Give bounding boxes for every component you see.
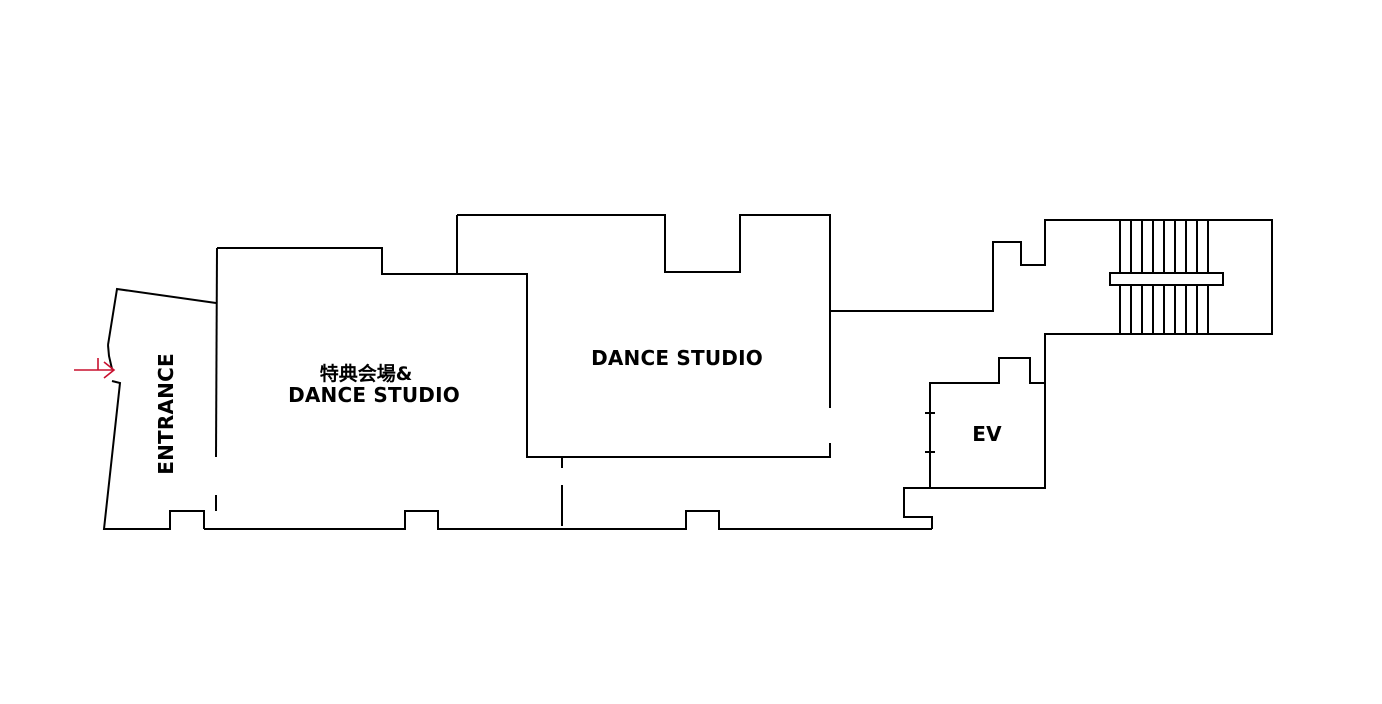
special-venue-label-line2: DANCE STUDIO (288, 383, 460, 407)
entrance-door-jamb-bottom (102, 380, 205, 530)
elevator-shaft (929, 357, 1046, 489)
dance-studio-label: DANCE STUDIO (591, 346, 763, 370)
entrance-label: ENTRANCE (154, 353, 178, 475)
entrance-door-jamb-top (107, 344, 113, 370)
elevator-label: EV (972, 422, 1002, 446)
special-venue-label-line1: 特典会場& (320, 362, 413, 385)
stairs-icon (1109, 220, 1224, 334)
room1-top-wall (217, 215, 458, 275)
elevator-lobby-wall (903, 487, 933, 529)
entrance-arrow-icon (74, 358, 116, 379)
room2-outline (457, 214, 831, 408)
entrance-outer-wall (107, 287, 217, 346)
bottom-exterior-wall (204, 510, 932, 530)
room2-left-wall (457, 273, 831, 458)
entrance-area (102, 247, 218, 530)
corridor-wall (830, 219, 1273, 383)
entrance-inner-wall-top (215, 247, 218, 458)
